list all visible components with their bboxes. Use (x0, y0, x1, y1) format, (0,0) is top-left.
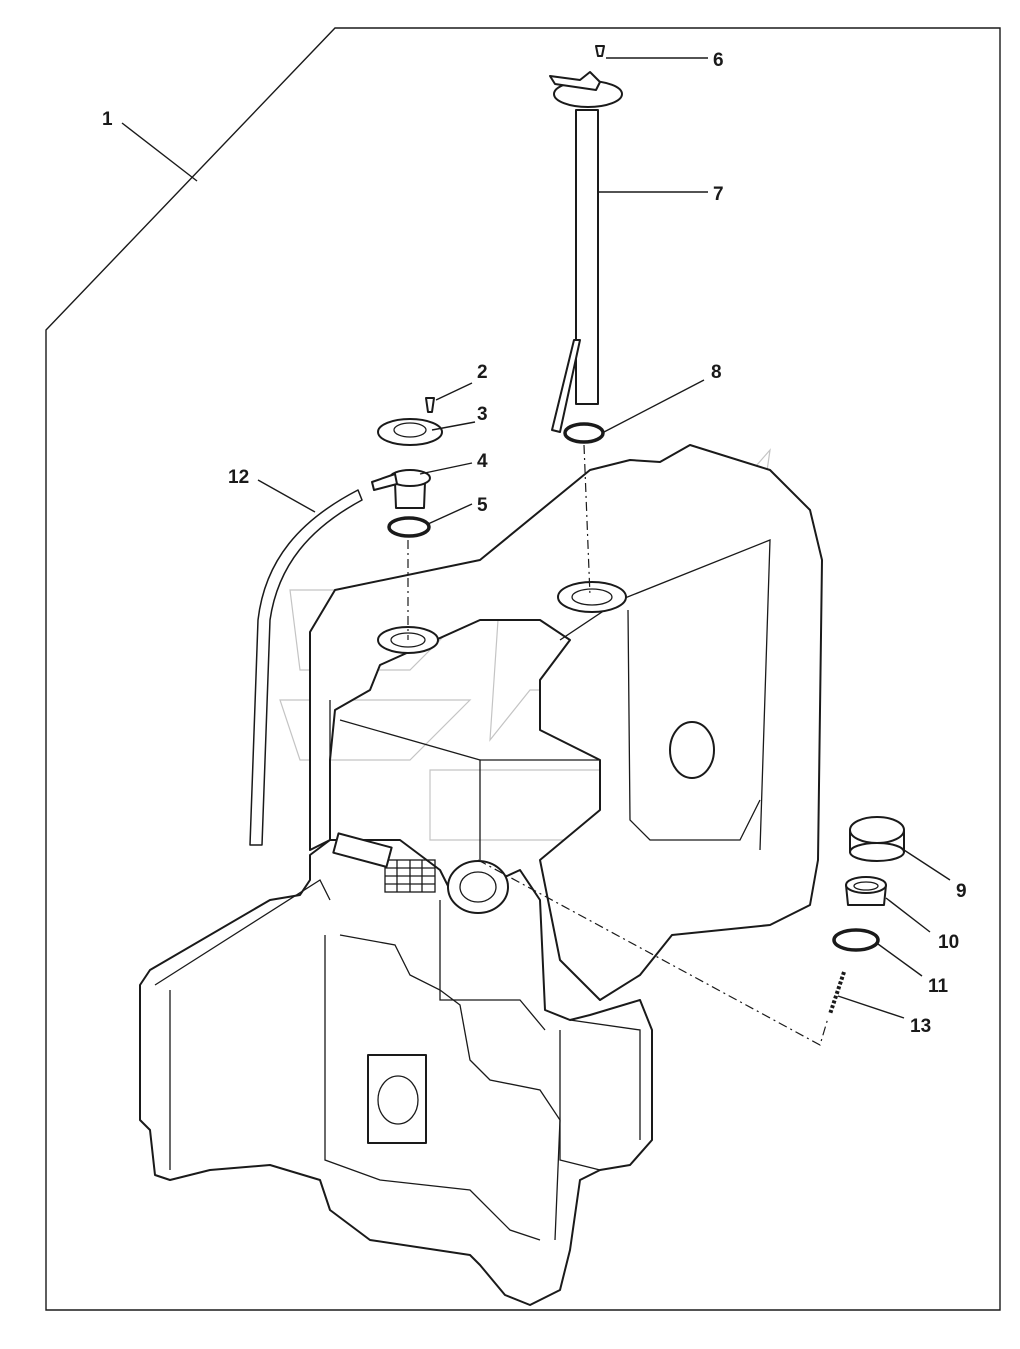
callout-labels: 1 2 3 4 5 6 7 8 9 10 11 12 13 (102, 50, 967, 1037)
part-13-strainer-chain (828, 971, 846, 1015)
fuel-tank-rear-section (309, 444, 823, 1001)
part-6-screw (595, 45, 605, 57)
callout-2: 2 (477, 362, 488, 383)
part-7-level-sensor (549, 71, 623, 433)
assembly-frame (45, 27, 1001, 1311)
callout-7: 7 (713, 184, 724, 205)
part-9-filler-cap (849, 816, 905, 862)
callout-5: 5 (477, 495, 488, 516)
callout-9: 9 (956, 881, 967, 902)
part-8-o-ring (563, 422, 605, 444)
callout-4: 4 (477, 451, 488, 472)
part-4-sender-unit (371, 469, 431, 509)
part-5-o-ring (387, 516, 431, 538)
part-3-flange (377, 418, 443, 446)
callout-10: 10 (938, 932, 959, 953)
part-11-o-ring (832, 928, 880, 952)
vent-grid (384, 859, 436, 893)
leader-lines (121, 57, 951, 1019)
part-10-adapter (845, 876, 887, 906)
callout-3: 3 (477, 404, 488, 425)
part-2-screw (425, 397, 435, 413)
fuel-tank-front-section (139, 832, 653, 1306)
alignment-centerlines (407, 444, 829, 1046)
callout-11: 11 (928, 976, 949, 997)
callout-1: 1 (102, 109, 113, 130)
callout-8: 8 (711, 362, 722, 383)
callout-6: 6 (713, 50, 724, 71)
callout-13: 13 (910, 1016, 931, 1037)
callout-12: 12 (228, 467, 249, 488)
part-12-hose (249, 489, 363, 846)
